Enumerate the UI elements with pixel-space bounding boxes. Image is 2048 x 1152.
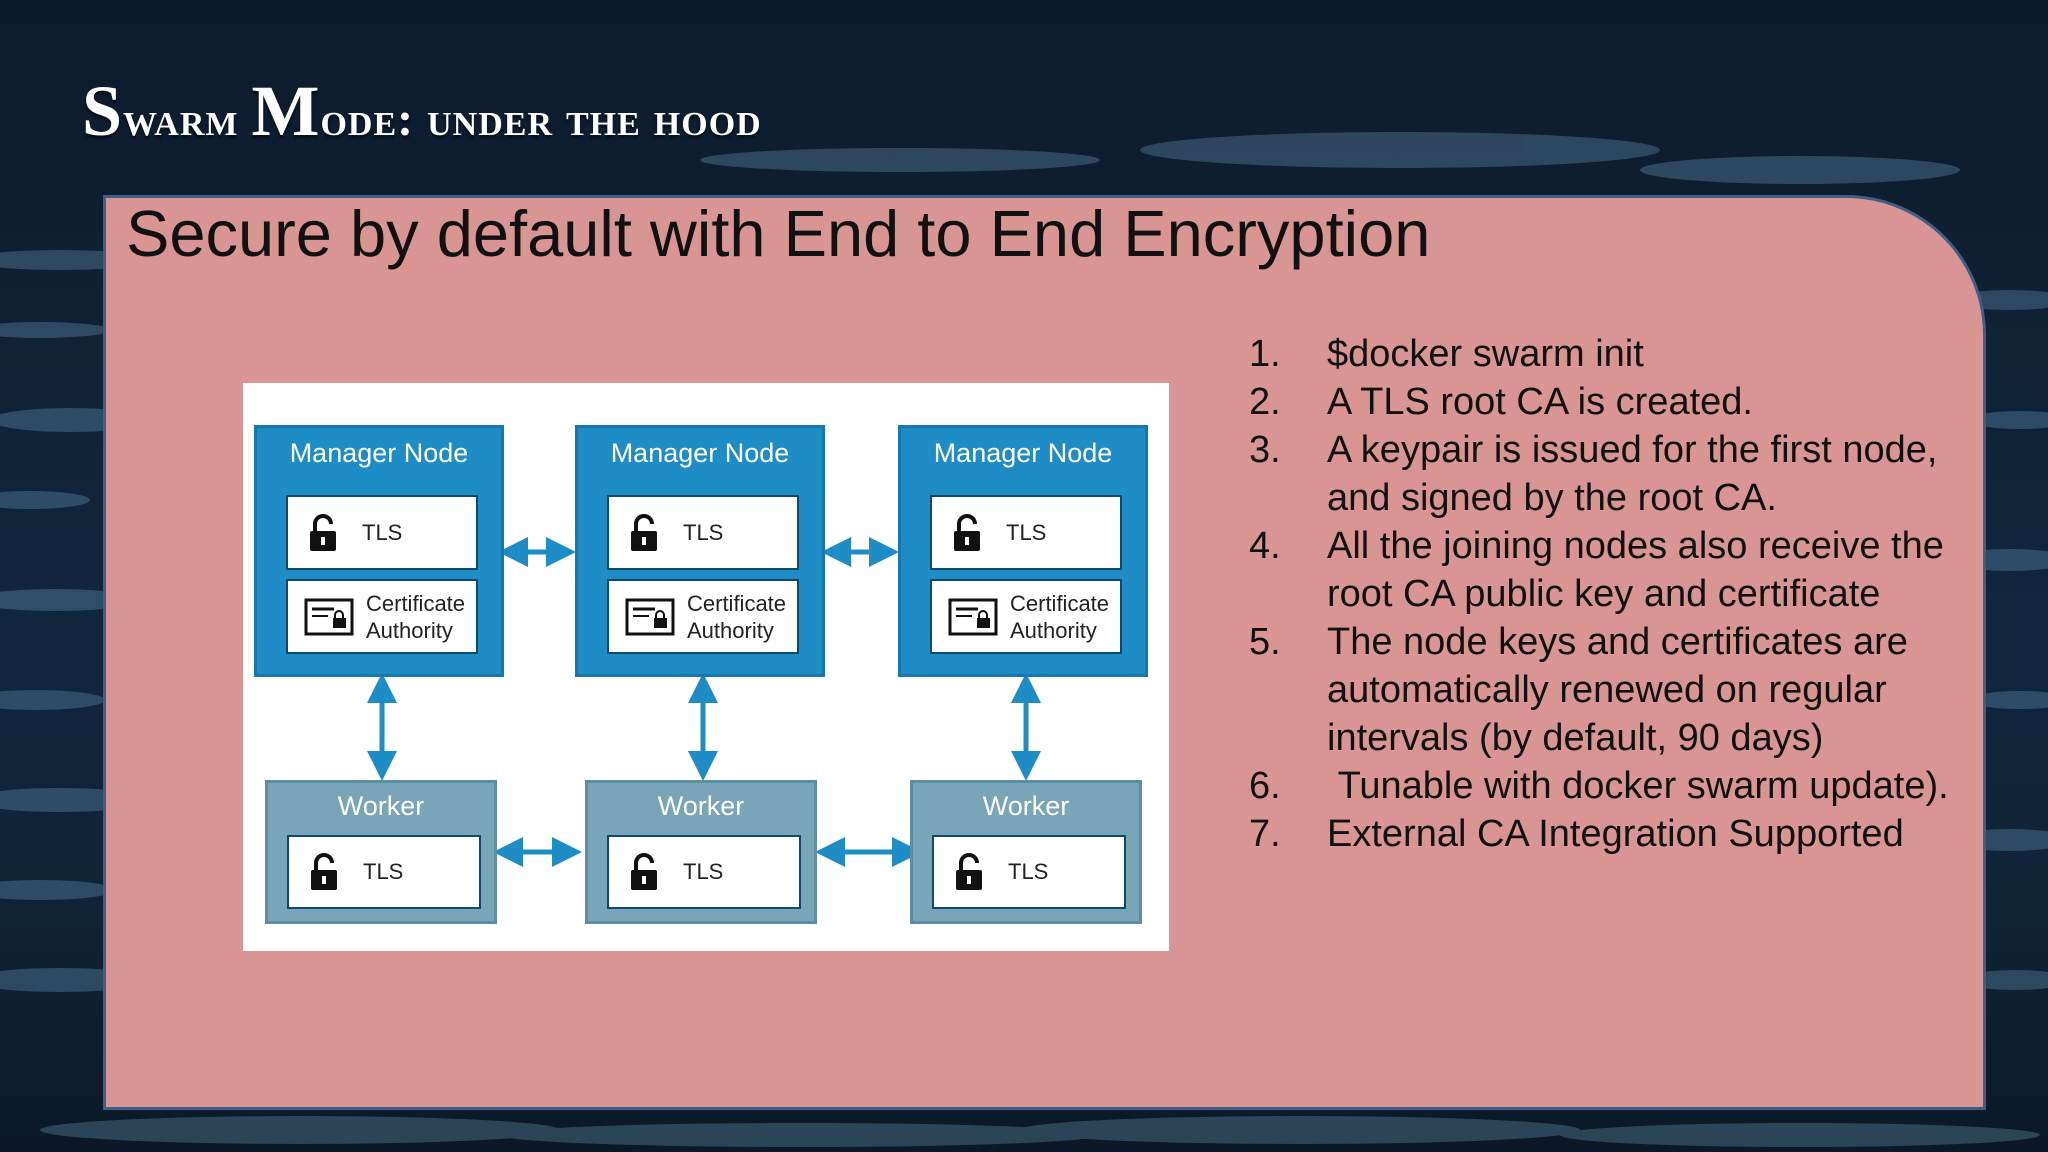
manager-node-title: Manager Node: [610, 438, 790, 468]
tls-label: TLS: [363, 859, 404, 884]
list-item: 4.All the joining nodes also receive the…: [1249, 525, 1955, 615]
panel-heading: Secure by default with End to End Encryp…: [126, 197, 1431, 270]
slide-title: Swarm Mode: under the hood: [82, 71, 762, 151]
tls-box: TLS: [286, 495, 478, 570]
worker-node-1: Worker TLS: [265, 780, 497, 924]
lock-icon: [956, 853, 982, 890]
lock-icon: [311, 853, 337, 890]
manager-node-title: Manager Node: [289, 438, 469, 468]
worker-node-title: Worker: [657, 791, 745, 821]
tls-box: TLS: [932, 835, 1126, 909]
worker-node-title: Worker: [337, 791, 425, 821]
list-item: 1.$docker swarm init: [1249, 333, 1644, 375]
tls-box: TLS: [930, 495, 1122, 570]
worker-node-title: Worker: [982, 791, 1070, 821]
tls-label: TLS: [1006, 519, 1047, 545]
list-item: 6. Tunable with docker swarm update).: [1249, 765, 1949, 807]
certificate-icon: [625, 598, 675, 635]
content-panel: Secure by default with End to End Encryp…: [103, 195, 1986, 1110]
lock-icon: [631, 513, 657, 551]
list-item: 3.A keypair is issued for the first node…: [1249, 429, 1948, 519]
certificate-icon: [948, 598, 998, 635]
tls-label: TLS: [683, 859, 724, 884]
manager-node-title: Manager Node: [933, 438, 1113, 468]
tls-box: TLS: [287, 835, 481, 909]
tls-box: TLS: [607, 495, 799, 570]
tls-label: TLS: [362, 519, 403, 545]
lock-icon: [954, 513, 980, 551]
diagram-arrows: [367, 537, 1041, 867]
tls-label: TLS: [1008, 859, 1049, 884]
worker-node-3: Worker TLS: [910, 780, 1142, 924]
lock-icon: [631, 853, 657, 890]
lock-icon: [310, 513, 336, 551]
list-item: 7.External CA Integration Supported: [1249, 813, 1904, 855]
list-item: 2.A TLS root CA is created.: [1249, 381, 1753, 423]
tls-label: TLS: [683, 519, 724, 545]
worker-node-2: Worker TLS: [585, 780, 817, 924]
certificate-icon: [304, 598, 354, 635]
steps-list: 1.$docker swarm init 2.A TLS root CA is …: [1249, 330, 1969, 858]
tls-box: TLS: [607, 835, 801, 909]
list-item: 5.The node keys and certificates are aut…: [1249, 621, 1919, 759]
